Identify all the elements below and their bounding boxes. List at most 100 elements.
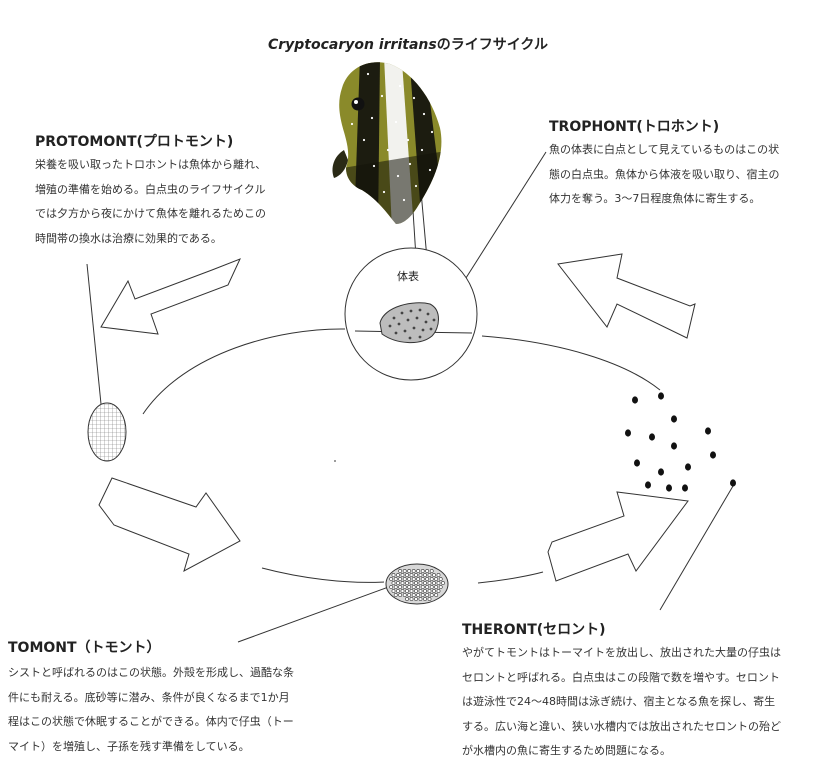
cyst-texture-dot [409, 597, 414, 601]
protomont-cell [87, 402, 127, 462]
cycle-arc-right [481, 335, 661, 391]
cycle-arc-bottom-right [477, 571, 544, 584]
protomont-description: 栄養を吸い取ったトロホントは魚体から離れ、 増殖の準備を始める。白点虫のライフサ… [35, 158, 267, 245]
cyst-texture-dot [405, 589, 409, 593]
cyst-texture-dot [409, 581, 414, 585]
cyst-texture-dot [402, 577, 407, 581]
cyst-texture-dot [436, 581, 441, 585]
cyst-texture-dot [436, 589, 441, 593]
cyst-texture-dot [407, 577, 412, 581]
cyst-texture-dot [427, 573, 432, 577]
cyst-texture-dot [393, 585, 398, 589]
cyst-texture-dot [414, 589, 418, 593]
fish-illustration [332, 62, 442, 224]
tomont-description: シストと呼ばれるのはこの状態。外殻を形成し、過酷な条 件にも耐える。底砂等に潜み… [8, 666, 294, 753]
arrow-tomont-to-theront [547, 491, 689, 582]
cyst-texture-dot [398, 569, 403, 573]
cyst-texture-dot [416, 577, 421, 581]
cyst-texture-dot [411, 585, 416, 589]
cyst-texture-dot [405, 573, 409, 577]
cyst-texture-dot [429, 569, 434, 573]
arrow-protomont-to-tomont [98, 477, 241, 573]
cyst-texture-dot [396, 581, 400, 585]
cyst-texture-dot [391, 589, 396, 593]
cyst-texture-dot [411, 569, 416, 573]
cyst-texture-dot [438, 585, 443, 589]
cyst-texture-dot [423, 589, 427, 593]
center-dot [334, 460, 336, 462]
trophont-description: 魚の体表に白点として見えているものはこの状 態の白点虫。魚体から体液を吸い取り、… [549, 143, 780, 205]
cyst-texture-dot [405, 597, 409, 601]
cyst-texture-dot [411, 577, 416, 581]
cyst-texture-dot [391, 581, 396, 585]
diagram-title: Cryptocaryon irritansのライフサイクル [0, 34, 816, 54]
tomont-cyst-dots [389, 569, 445, 601]
cyst-texture-dot [416, 593, 421, 597]
cyst-texture-dot [414, 581, 418, 585]
cyst-texture-dot [400, 589, 405, 593]
cycle-arc-bottom-left [261, 567, 385, 583]
cyst-texture-dot [429, 585, 434, 589]
cyst-texture-dot [402, 569, 407, 573]
cyst-texture-dot [418, 597, 423, 601]
cyst-texture-dot [429, 577, 434, 581]
cyst-texture-dot [416, 569, 421, 573]
cyst-texture-dot [396, 573, 400, 577]
pointer-line-tomont [237, 584, 395, 643]
cyst-texture-dot [407, 569, 412, 573]
cyst-texture-dot [427, 581, 432, 585]
cyst-texture-dot [438, 577, 443, 581]
species-name: Cryptocaryon irritans [267, 37, 437, 53]
tomont-heading: TOMONT（トモント） [8, 640, 161, 656]
cyst-texture-dot [436, 573, 441, 577]
title-suffix: のライフサイクル [436, 37, 549, 53]
cyst-texture-dot [427, 597, 432, 601]
cyst-texture-dot [400, 573, 405, 577]
white-spots [350, 72, 434, 202]
theront-heading: THERONT(セロント) [462, 622, 606, 638]
protomont-heading: PROTOMONT(プロトモント) [35, 134, 234, 150]
cyst-texture-dot [391, 573, 396, 577]
cyst-texture-dot [398, 593, 403, 597]
cyst-texture-dot [423, 581, 427, 585]
trophont-cell-dots [388, 308, 436, 340]
cyst-texture-dot [432, 573, 436, 577]
cyst-texture-dot [400, 581, 405, 585]
cyst-texture-dot [425, 569, 430, 573]
cyst-texture-dot [418, 589, 423, 593]
theront-swarm [625, 392, 736, 492]
cyst-texture-dot [396, 589, 400, 593]
cyst-texture-dot [423, 597, 427, 601]
cyst-texture-dot [423, 573, 427, 577]
cyst-texture-dot [418, 581, 423, 585]
cyst-texture-dot [407, 585, 412, 589]
cyst-texture-dot [402, 593, 407, 597]
arrow-theront-to-trophont [557, 253, 696, 339]
cyst-texture-dot [398, 577, 403, 581]
trophont-heading: TROPHONT(トロホント) [549, 119, 720, 135]
cyst-texture-dot [425, 593, 430, 597]
arrow-trophont-to-protomont [100, 258, 241, 335]
cyst-texture-dot [409, 573, 414, 577]
cyst-texture-dot [427, 589, 432, 593]
cyst-texture-dot [414, 597, 418, 601]
pointer-line-protomont [86, 263, 102, 405]
cycle-arc-top [142, 328, 346, 415]
cyst-texture-dot [411, 593, 416, 597]
cyst-texture-dot [393, 577, 398, 581]
pointer-line-theront [659, 485, 734, 611]
cyst-texture-dot [420, 569, 425, 573]
theront-description: やがてトモントはトーマイトを放出し、放出された大量の仔虫は セロントと呼ばれる。… [462, 646, 781, 757]
cyst-texture-dot [432, 581, 436, 585]
cyst-texture-dot [416, 585, 421, 589]
cyst-texture-dot [432, 589, 436, 593]
cyst-texture-dot [418, 573, 423, 577]
cyst-texture-dot [420, 585, 425, 589]
cyst-texture-dot [409, 589, 414, 593]
cyst-texture-dot [402, 585, 407, 589]
cyst-texture-dot [420, 577, 425, 581]
cyst-texture-dot [398, 585, 403, 589]
cyst-texture-dot [425, 585, 430, 589]
cyst-texture-dot [393, 593, 398, 597]
